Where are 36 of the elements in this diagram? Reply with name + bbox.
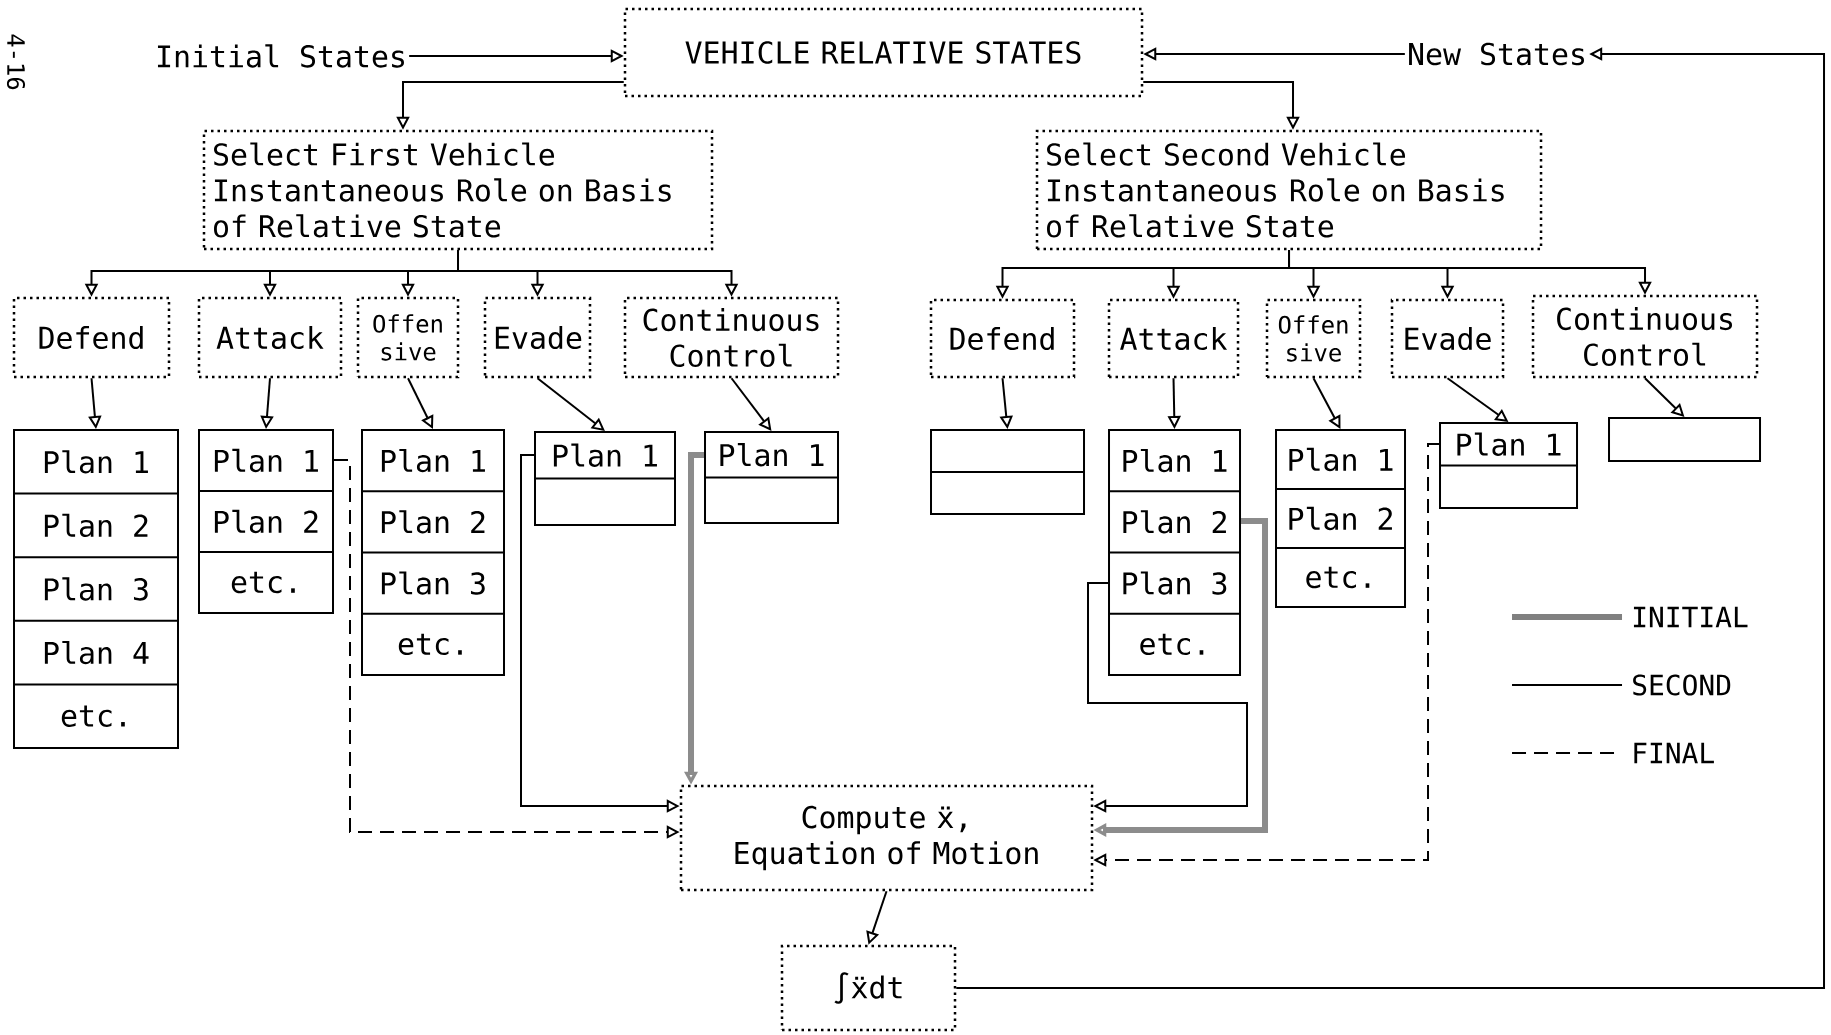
arrow <box>1312 377 1341 429</box>
arrow <box>1087 582 1248 813</box>
plan-stack: Plan 1 Plan 2 etc. <box>198 429 334 614</box>
role-box: Continuous Control <box>1531 294 1759 379</box>
plan-stack: Plan 1 <box>534 431 676 526</box>
plan-stack <box>930 429 1085 515</box>
state-box: VEHICLE RELATIVE STATES <box>623 7 1144 98</box>
state-label: Initial States <box>158 44 404 68</box>
legend-item: FINAL <box>1511 742 1714 764</box>
role-box: Attack <box>1107 298 1240 379</box>
plan-stack <box>1608 417 1761 462</box>
legend-item: SECOND <box>1511 674 1731 696</box>
process-box: Select Second Vehicle Instantaneous Role on Basis of Relative State <box>1035 129 1543 251</box>
plan-stack: Plan 1 Plan 2 Plan 3 etc. <box>1108 429 1241 676</box>
plan-stack: Plan 1 <box>1439 422 1578 509</box>
process-box: Select First Vehicle Instantaneous Role on Basis of Relative State <box>202 129 714 251</box>
process-box: Compute ẍ, Equation of Motion <box>679 784 1094 892</box>
legend-item: INITIAL <box>1512 606 1748 628</box>
plan-stack: Plan 1 <box>704 431 839 524</box>
role-box: Offen sive <box>356 296 460 379</box>
role-box: Attack <box>197 296 343 379</box>
role-box: Continuous Control <box>623 296 840 379</box>
arrow <box>955 47 1825 989</box>
role-box: Evade <box>1390 298 1505 379</box>
integrator-box: ∫ẍdt <box>780 944 957 1032</box>
role-box: Offen sive <box>1265 298 1362 379</box>
role-box: Evade <box>483 296 592 379</box>
state-label: New States <box>1409 42 1584 66</box>
plan-stack: Plan 1 Plan 2 etc. <box>1275 429 1406 608</box>
plan-stack: Plan 1 Plan 2 Plan 3 etc. <box>361 429 505 676</box>
arrow <box>730 377 772 431</box>
role-box: Defend <box>929 298 1076 379</box>
page-number: 4-16 <box>6 34 26 90</box>
role-box: Defend <box>12 296 171 379</box>
plan-stack: Plan 1 Plan 2 Plan 3 Plan 4 etc. <box>13 429 179 749</box>
arrow <box>536 377 605 431</box>
